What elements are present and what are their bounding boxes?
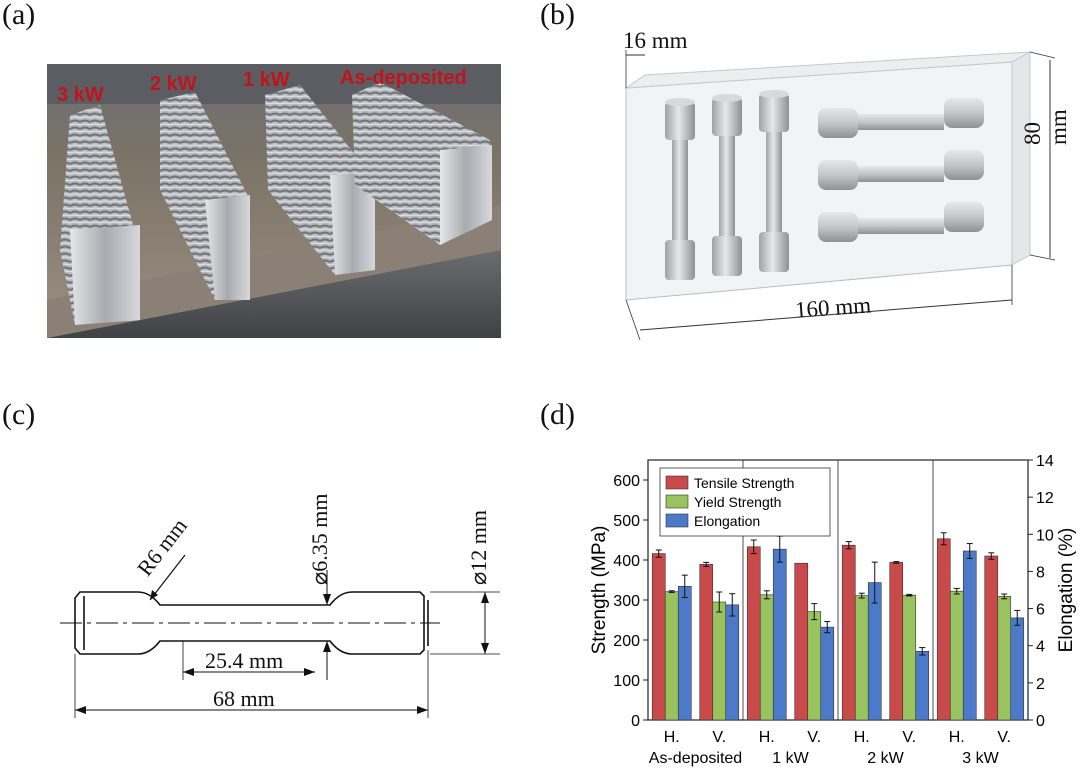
x-tick-label: H. bbox=[949, 729, 965, 746]
bar bbox=[997, 596, 1012, 721]
bar bbox=[936, 538, 951, 721]
legend-swatch bbox=[665, 513, 689, 528]
group-label: 1 kW bbox=[772, 750, 809, 767]
sample-label-as-deposited: As-deposited bbox=[340, 67, 467, 89]
bar bbox=[772, 548, 787, 721]
bar bbox=[712, 601, 727, 721]
legend-label: Elongation bbox=[694, 513, 760, 529]
bar bbox=[984, 555, 999, 721]
y-tick-label: 100 bbox=[613, 673, 640, 690]
y-axis-label: Strength (MPa) bbox=[589, 526, 610, 655]
y2-axis-label: Elongation (%) bbox=[1056, 528, 1077, 653]
legend-label: Tensile Strength bbox=[694, 475, 794, 491]
bar bbox=[889, 562, 904, 721]
bar bbox=[854, 595, 869, 721]
legend-box bbox=[659, 467, 831, 537]
sample-label-3kw: 3 kW bbox=[57, 84, 104, 106]
y-tick-label: 400 bbox=[613, 553, 640, 570]
y2-tick-label: 8 bbox=[1036, 564, 1045, 581]
bar bbox=[962, 550, 977, 721]
sample-label-1kw: 1 kW bbox=[243, 69, 290, 91]
panel-d-label: (d) bbox=[540, 398, 575, 431]
legend-label: Yield Strength bbox=[694, 494, 781, 510]
x-tick-label: V. bbox=[807, 729, 821, 746]
bar bbox=[794, 562, 809, 721]
x-tick-label: H. bbox=[759, 729, 775, 746]
bar bbox=[759, 594, 774, 721]
y-tick-label: 0 bbox=[631, 713, 640, 730]
x-tick-label: V. bbox=[997, 729, 1011, 746]
y2-tick-label: 0 bbox=[1036, 713, 1045, 730]
y-tick-label: 600 bbox=[613, 473, 640, 490]
bar bbox=[902, 594, 917, 721]
bar bbox=[651, 553, 666, 721]
y-tick-label: 500 bbox=[613, 513, 640, 530]
y-tick-label: 300 bbox=[613, 593, 640, 610]
y2-tick-label: 14 bbox=[1036, 453, 1054, 470]
bar bbox=[915, 650, 930, 721]
legend-swatch bbox=[665, 494, 689, 509]
legend-swatch bbox=[665, 475, 689, 490]
y2-tick-label: 12 bbox=[1036, 490, 1054, 507]
panel-a-label: (a) bbox=[2, 0, 36, 31]
bar bbox=[699, 564, 714, 721]
bar bbox=[820, 626, 835, 721]
x-tick-label: H. bbox=[664, 729, 680, 746]
y2-tick-label: 4 bbox=[1036, 639, 1045, 656]
bar bbox=[807, 611, 822, 721]
bar bbox=[664, 591, 679, 721]
panel-c-label: (c) bbox=[2, 398, 36, 431]
dim-thickness: 16 mm bbox=[623, 28, 688, 53]
bar bbox=[725, 604, 740, 721]
x-tick-label: V. bbox=[902, 729, 916, 746]
dim-total-length: 68 mm bbox=[213, 686, 275, 711]
bar bbox=[1010, 617, 1025, 721]
bar bbox=[677, 585, 692, 721]
y2-tick-label: 2 bbox=[1036, 676, 1045, 693]
group-label: As-deposited bbox=[649, 750, 742, 767]
bar bbox=[949, 590, 964, 721]
group-label: 3 kW bbox=[962, 750, 999, 767]
sample-label-2kw: 2 kW bbox=[150, 73, 197, 95]
bar bbox=[841, 544, 856, 721]
dim-gauge-length: 25.4 mm bbox=[205, 648, 284, 673]
y2-tick-label: 10 bbox=[1036, 527, 1054, 544]
panel-b-label: (b) bbox=[540, 0, 575, 31]
y2-tick-label: 6 bbox=[1036, 602, 1045, 619]
y-tick-label: 200 bbox=[613, 633, 640, 650]
group-label: 2 kW bbox=[867, 750, 904, 767]
x-tick-label: H. bbox=[854, 729, 870, 746]
bar bbox=[746, 546, 761, 721]
x-tick-label: V. bbox=[712, 729, 726, 746]
